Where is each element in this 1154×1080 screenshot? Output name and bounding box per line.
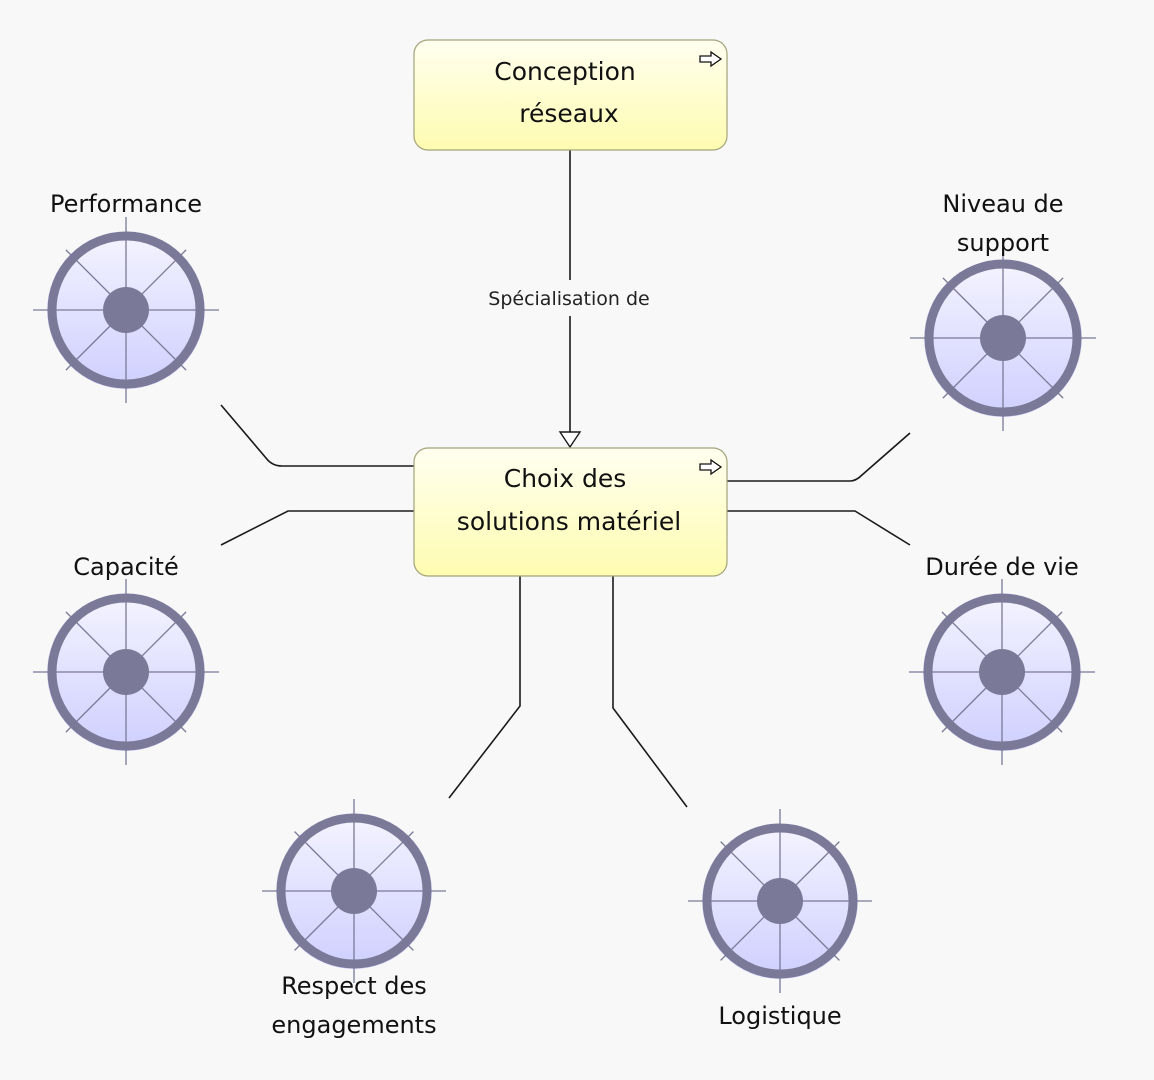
goal-label-line: Choix des (504, 464, 627, 493)
goal-box[interactable] (413, 447, 728, 577)
criterion-label-line: Performance (50, 190, 202, 218)
criterion-label: Logistique (718, 1002, 841, 1030)
criterion-label: Capacité (73, 553, 178, 581)
wheel-hub (103, 287, 149, 333)
criterion-label: Niveau de support (942, 190, 1063, 257)
goal-conception-reseaux[interactable]: Conception réseaux (413, 39, 728, 151)
arrow-right-outline-icon[interactable] (699, 50, 723, 68)
wheel-hub (331, 868, 377, 914)
wheel-ring (702, 823, 858, 979)
connector-respect-engagements[interactable] (448, 576, 521, 799)
wheel-criterion-icon[interactable] (910, 245, 1096, 431)
connector-capacite[interactable] (220, 510, 414, 546)
wheel-criterion-icon[interactable] (909, 579, 1095, 765)
goal-label-line: solutions matériel (457, 507, 681, 536)
wheel-criterion-icon[interactable] (688, 809, 872, 993)
wheel-criterion-icon[interactable] (262, 799, 446, 983)
wheel-ring (47, 231, 205, 389)
criterion-logistique[interactable]: Logistique (688, 809, 872, 1030)
wheel-hub (757, 878, 803, 924)
svg-text:Conception réseaux: Conception réseaux (494, 57, 643, 128)
criterion-performance[interactable]: Performance (33, 190, 219, 403)
goal-label-line: réseaux (519, 99, 618, 128)
wheel-criterion-icon[interactable] (33, 579, 219, 765)
connector-logistique[interactable] (612, 576, 688, 808)
wheel-criterion-icon[interactable] (33, 217, 219, 403)
specialization-arrowhead (558, 431, 582, 449)
wheel-hub (103, 649, 149, 695)
connector-niveau-support[interactable] (727, 432, 911, 482)
wheel-ring (276, 813, 432, 969)
wheel-ring (47, 593, 205, 751)
criterion-label-line: Logistique (718, 1002, 841, 1030)
connectors (220, 150, 911, 808)
connector-duree-vie[interactable] (727, 510, 911, 546)
criterion-label: Respect des engagements (271, 972, 436, 1039)
goal-box[interactable] (413, 39, 728, 151)
wheel-ring (923, 593, 1081, 751)
criterion-respect-engagements[interactable]: Respect des engagements (262, 799, 446, 1039)
criterion-label: Performance (50, 190, 202, 218)
criterion-niveau-support[interactable]: Niveau de support (910, 190, 1096, 431)
wheel-hub (979, 649, 1025, 695)
criterion-label-line: Respect des (281, 972, 427, 1000)
goal-label-line: Conception (494, 57, 635, 86)
criterion-label-line: Niveau de (942, 190, 1063, 218)
relation-label: Spécialisation de (488, 288, 649, 310)
criterion-label-line: engagements (271, 1011, 436, 1039)
svg-text:Choix des solutions maté: Choix des solutions matériel (457, 464, 681, 536)
criterion-duree-vie[interactable]: Durée de vie (909, 553, 1095, 765)
criterion-label-line: Durée de vie (925, 553, 1078, 581)
arrow-right-outline-icon[interactable] (699, 458, 723, 476)
wheel-hub (980, 315, 1026, 361)
criterion-label-line: support (957, 229, 1049, 257)
criterion-label-line: Capacité (73, 553, 178, 581)
connector-performance[interactable] (220, 404, 414, 467)
criterion-capacite[interactable]: Capacité (33, 553, 219, 765)
wheel-ring (924, 259, 1082, 417)
criterion-label: Durée de vie (925, 553, 1078, 581)
goal-choix-solutions[interactable]: Choix des solutions matériel (413, 447, 728, 577)
